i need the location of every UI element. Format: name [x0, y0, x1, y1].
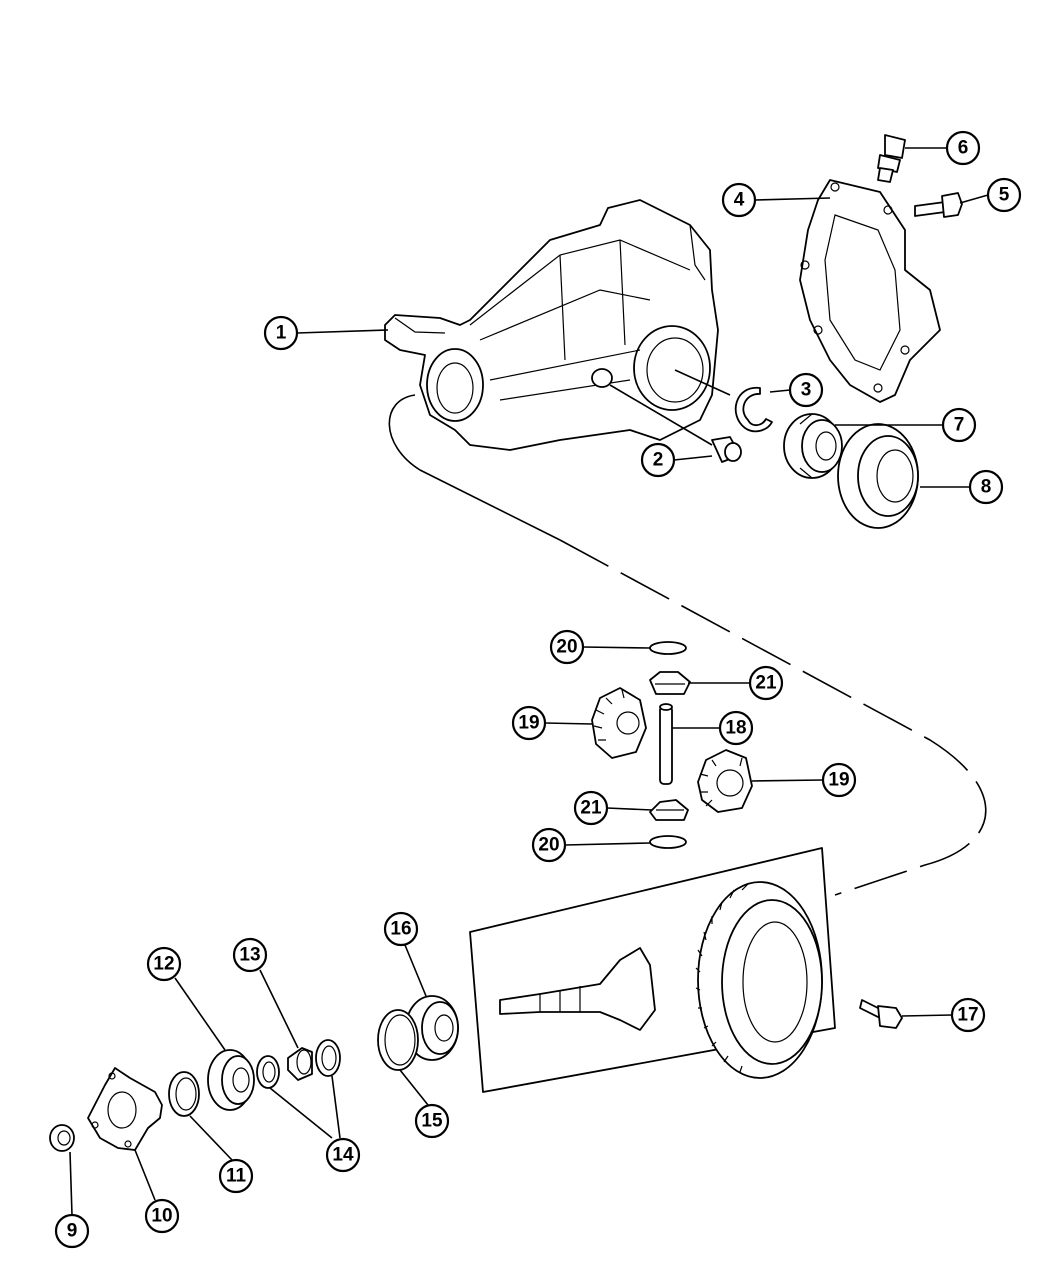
callout-2: 2	[640, 442, 676, 478]
washer-top	[649, 641, 687, 655]
callout-19-right: 19	[821, 762, 857, 798]
callout-14-label: 14	[332, 1145, 354, 1166]
cross-shaft	[659, 703, 673, 785]
callout-21-bottom: 21	[573, 790, 609, 826]
washer-bottom	[649, 835, 687, 849]
rear-cover	[799, 179, 941, 403]
callout-20-top: 20	[549, 629, 585, 665]
callout-19-right-label: 19	[828, 770, 849, 791]
callout-3-label: 3	[801, 380, 812, 401]
spacer-sleeve	[287, 1047, 313, 1081]
callout-20-top-label: 20	[556, 637, 577, 658]
callout-7: 7	[941, 407, 977, 443]
callout-18: 18	[718, 710, 754, 746]
differential-housing	[384, 199, 719, 451]
pinion-bearing	[405, 995, 459, 1061]
side-gear-left	[591, 687, 647, 759]
callout-16-label: 16	[390, 919, 411, 940]
callout-21-top-label: 21	[755, 673, 777, 694]
ring-and-pinion-set	[469, 847, 836, 1093]
callout-16: 16	[383, 911, 419, 947]
callout-5: 5	[986, 177, 1022, 213]
callout-7-label: 7	[954, 415, 965, 436]
callout-8-label: 8	[981, 477, 992, 498]
callout-13: 13	[232, 937, 268, 973]
callout-14: 14	[325, 1137, 361, 1173]
callout-3: 3	[788, 372, 824, 408]
callout-5-label: 5	[999, 185, 1010, 206]
callout-19-left: 19	[511, 705, 547, 741]
callout-15-label: 15	[421, 1111, 443, 1132]
callout-6-label: 6	[958, 138, 969, 159]
callout-13-label: 13	[239, 945, 260, 966]
callout-11: 11	[218, 1158, 254, 1194]
callout-9-label: 9	[67, 1221, 78, 1242]
callout-10: 10	[144, 1198, 180, 1234]
pinion-gear-bottom	[649, 799, 689, 821]
callout-21-top: 21	[748, 665, 784, 701]
pinion-shim	[377, 1009, 419, 1071]
callout-21-bottom-label: 21	[580, 798, 602, 819]
pinion-nut	[49, 1124, 75, 1152]
callout-9: 9	[54, 1213, 90, 1249]
callout-20-bottom: 20	[531, 827, 567, 863]
assembly-path-dashed	[559, 539, 987, 896]
outer-pinion-bearing	[207, 1049, 255, 1111]
callout-4: 4	[721, 182, 757, 218]
leader-lines	[69, 147, 989, 1216]
cover-bolt	[914, 192, 963, 218]
callout-15: 15	[414, 1103, 450, 1139]
side-gear-right	[697, 749, 753, 813]
callout-1-label: 1	[276, 323, 287, 344]
callout-19-left-label: 19	[518, 713, 539, 734]
callout-8: 8	[968, 469, 1004, 505]
pinion-gear-top	[649, 671, 691, 695]
assembly-path-line	[388, 394, 561, 541]
callout-11-label: 11	[226, 1166, 247, 1187]
side-bearing	[783, 413, 843, 479]
pinion-seal	[168, 1071, 200, 1117]
callout-17-label: 17	[957, 1005, 978, 1026]
ring-gear-bolt	[859, 999, 903, 1029]
plug	[711, 436, 742, 463]
fill-plug	[877, 134, 906, 183]
callout-10-label: 10	[151, 1206, 172, 1227]
callout-6: 6	[945, 130, 981, 166]
axle-seal	[837, 423, 919, 529]
companion-flange	[87, 1067, 163, 1151]
spacer-rings	[256, 1039, 341, 1089]
callout-18-label: 18	[725, 718, 746, 739]
callout-12: 12	[146, 946, 182, 982]
snap-ring	[734, 387, 773, 433]
callout-12-label: 12	[153, 954, 174, 975]
callout-17: 17	[950, 997, 986, 1033]
callout-2-label: 2	[653, 450, 664, 471]
callout-4-label: 4	[734, 190, 745, 211]
callout-20-bottom-label: 20	[538, 835, 559, 856]
callout-1: 1	[263, 315, 299, 351]
